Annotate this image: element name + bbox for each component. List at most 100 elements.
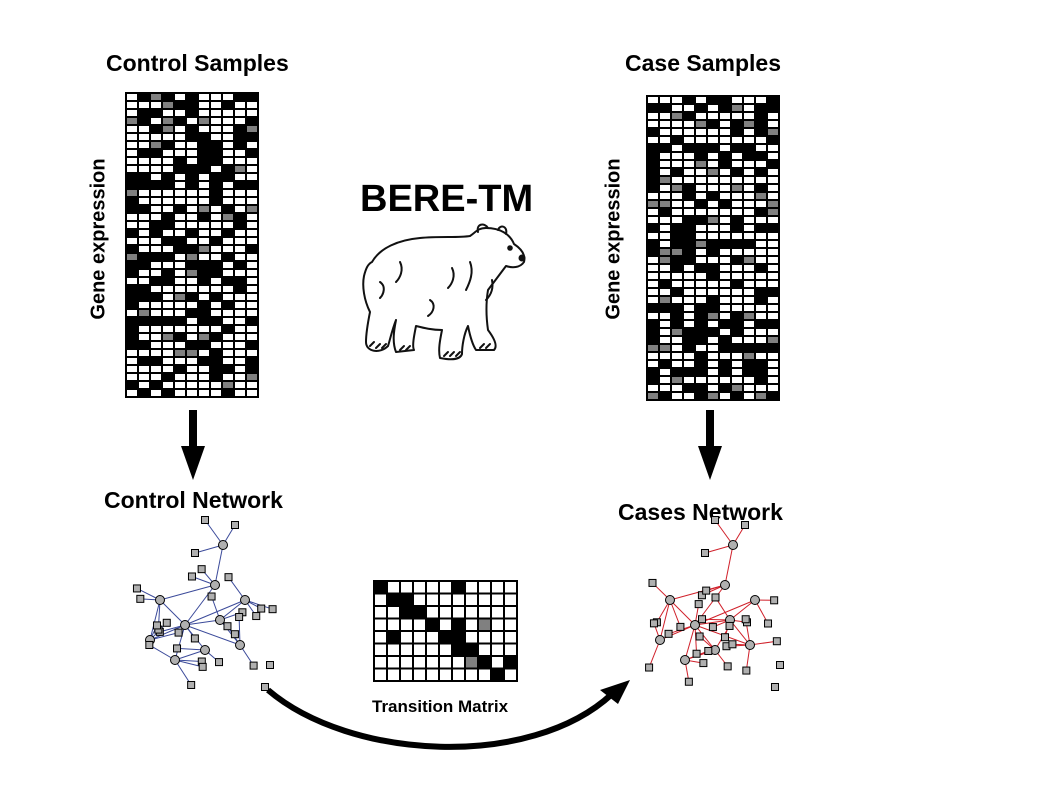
matrix-cell — [401, 582, 412, 593]
matrix-cell — [223, 374, 233, 380]
matrix-cell — [163, 302, 173, 308]
matrix-cell — [163, 262, 173, 268]
matrix-cell — [440, 582, 451, 593]
matrix-cell — [127, 358, 137, 364]
matrix-cell — [684, 265, 694, 271]
matrix-cell — [768, 377, 778, 383]
matrix-cell — [672, 249, 682, 255]
matrix-cell — [163, 326, 173, 332]
matrix-cell — [708, 161, 718, 167]
matrix-cell — [696, 297, 706, 303]
matrix-cell — [151, 94, 161, 100]
cases-network-label: Cases Network — [618, 499, 783, 525]
matrix-cell — [163, 230, 173, 236]
matrix-cell — [187, 158, 197, 164]
matrix-cell — [708, 385, 718, 391]
matrix-cell — [732, 249, 742, 255]
matrix-cell — [648, 289, 658, 295]
matrix-cell — [684, 289, 694, 295]
matrix-cell — [648, 201, 658, 207]
matrix-cell — [163, 366, 173, 372]
matrix-cell — [139, 382, 149, 388]
matrix-cell — [672, 113, 682, 119]
network-node — [152, 621, 161, 630]
matrix-cell — [768, 217, 778, 223]
matrix-cell — [756, 193, 766, 199]
matrix-cell — [388, 619, 399, 630]
matrix-cell — [696, 377, 706, 383]
matrix-cell — [151, 302, 161, 308]
matrix-cell — [163, 150, 173, 156]
matrix-cell — [127, 374, 137, 380]
matrix-cell — [672, 193, 682, 199]
matrix-cell — [163, 382, 173, 388]
matrix-cell — [211, 126, 221, 132]
matrix-cell — [756, 161, 766, 167]
network-node — [742, 666, 751, 675]
matrix-cell — [672, 361, 682, 367]
matrix-cell — [756, 329, 766, 335]
matrix-cell — [127, 158, 137, 164]
network-node — [173, 644, 182, 653]
matrix-cell — [235, 334, 245, 340]
network-edge — [214, 544, 224, 586]
matrix-cell — [235, 270, 245, 276]
matrix-cell — [660, 97, 670, 103]
network-node — [132, 584, 141, 593]
matrix-cell — [505, 582, 516, 593]
matrix-cell — [732, 97, 742, 103]
matrix-cell — [127, 310, 137, 316]
matrix-cell — [708, 201, 718, 207]
matrix-cell — [247, 102, 257, 108]
matrix-cell — [223, 214, 233, 220]
matrix-cell — [744, 225, 754, 231]
matrix-cell — [492, 582, 503, 593]
matrix-cell — [696, 233, 706, 239]
matrix-cell — [199, 238, 209, 244]
matrix-cell — [660, 233, 670, 239]
matrix-cell — [744, 329, 754, 335]
network-node — [648, 578, 657, 587]
matrix-cell — [744, 257, 754, 263]
matrix-cell — [684, 121, 694, 127]
network-node — [249, 661, 258, 670]
matrix-cell — [720, 281, 730, 287]
matrix-cell — [187, 374, 197, 380]
matrix-cell — [223, 334, 233, 340]
matrix-cell — [768, 209, 778, 215]
network-node — [187, 572, 196, 581]
matrix-cell — [720, 233, 730, 239]
matrix-cell — [151, 190, 161, 196]
matrix-cell — [756, 249, 766, 255]
matrix-cell — [684, 313, 694, 319]
matrix-cell — [139, 270, 149, 276]
matrix-cell — [756, 233, 766, 239]
matrix-cell — [247, 110, 257, 116]
matrix-cell — [708, 321, 718, 327]
matrix-cell — [163, 190, 173, 196]
matrix-cell — [187, 326, 197, 332]
matrix-cell — [756, 201, 766, 207]
matrix-cell — [492, 594, 503, 605]
network-edge — [159, 584, 216, 601]
matrix-cell — [127, 166, 137, 172]
matrix-cell — [247, 326, 257, 332]
matrix-cell — [187, 270, 197, 276]
matrix-cell — [199, 294, 209, 300]
matrix-cell — [660, 241, 670, 247]
matrix-cell — [235, 318, 245, 324]
matrix-cell — [768, 249, 778, 255]
matrix-cell — [696, 289, 706, 295]
matrix-cell — [660, 185, 670, 191]
matrix-cell — [187, 318, 197, 324]
matrix-cell — [247, 190, 257, 196]
matrix-cell — [479, 632, 490, 643]
matrix-cell — [732, 353, 742, 359]
matrix-cell — [708, 113, 718, 119]
matrix-cell — [768, 329, 778, 335]
matrix-cell — [235, 198, 245, 204]
matrix-cell — [768, 385, 778, 391]
matrix-cell — [756, 385, 766, 391]
matrix-cell — [235, 118, 245, 124]
matrix-cell — [492, 607, 503, 618]
